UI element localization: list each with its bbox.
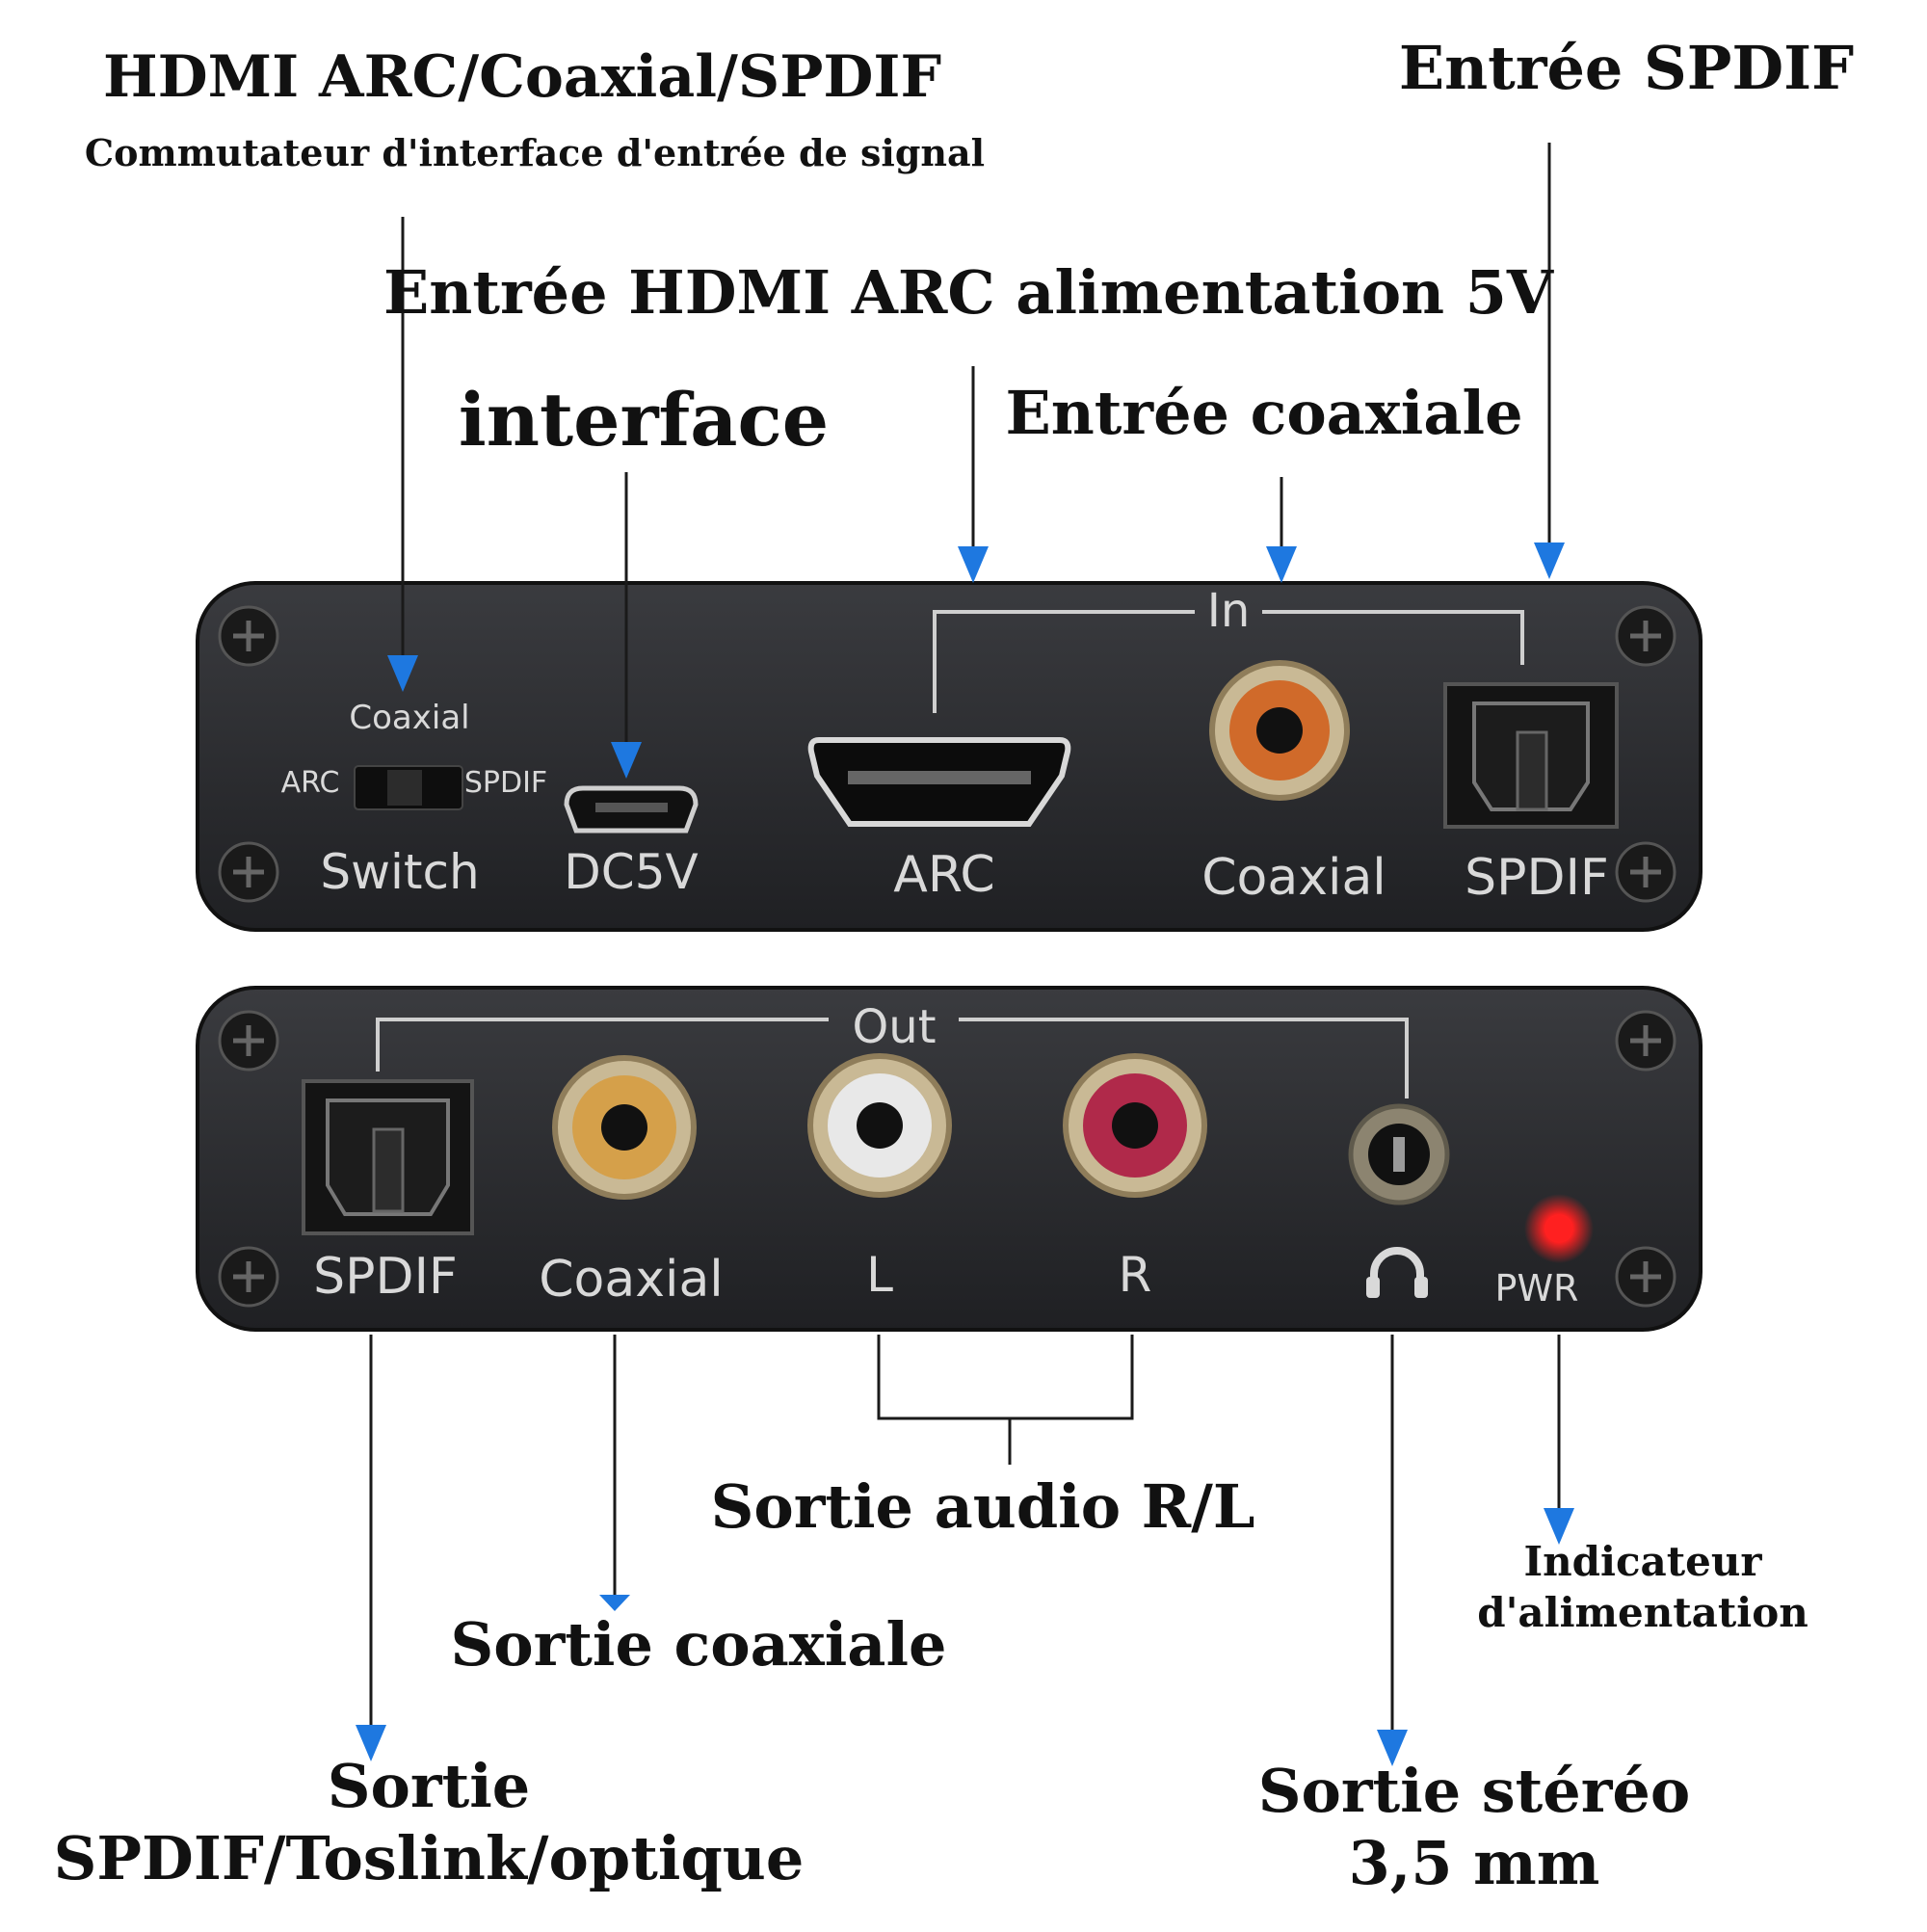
spdif-in-title: Entrée SPDIF [1399, 33, 1854, 103]
audio-rl-title: Sortie audio R/L [711, 1471, 1255, 1542]
screw-icon [218, 841, 279, 903]
screw-icon [1615, 1010, 1676, 1072]
hdmi-power-title: Entrée HDMI ARC alimentation 5V [383, 257, 1554, 328]
switch-subtitle: Commutateur d'interface d'entrée de sign… [85, 131, 985, 174]
coax-in-title: Entrée coaxiale [1005, 378, 1522, 448]
callout-lines [369, 143, 1561, 1730]
pwr-label: PWR [1495, 1267, 1579, 1310]
hdmi-power-subtitle: interface [459, 377, 829, 463]
coaxial-out-label: Coaxial [539, 1251, 724, 1309]
headphone-jack[interactable] [1348, 1103, 1450, 1205]
screw-icon [218, 1246, 279, 1308]
power-indicator-line1: Indicateur [1523, 1538, 1762, 1585]
coaxial-output-jack[interactable] [552, 1055, 697, 1200]
switch-title: HDMI ARC/Coaxial/SPDIF [103, 43, 941, 111]
input-panel: In Coaxial ARC SPDIF Switch DC5V ARC Coa… [196, 581, 1703, 932]
arrow-icon [1266, 546, 1297, 583]
spdif-output-port[interactable] [302, 1079, 474, 1235]
stereo-out-line1: Sortie stéréo [1258, 1756, 1690, 1826]
right-audio-jack[interactable] [1063, 1053, 1207, 1198]
left-audio-jack[interactable] [807, 1053, 952, 1198]
right-label: R [1119, 1247, 1152, 1303]
switch-right-label: SPDIF [464, 766, 547, 800]
arrow-icon [1534, 543, 1565, 579]
input-selector-switch[interactable] [354, 765, 463, 810]
output-panel: Out SPDIF Coaxial L R [196, 986, 1703, 1332]
dc5v-port[interactable] [564, 785, 699, 834]
arrow-icon [611, 742, 642, 779]
spdif-input-port[interactable] [1443, 682, 1619, 829]
out-bracket [376, 1018, 1409, 1098]
spdif-out-line2: SPDIF/Toslink/optique [54, 1823, 805, 1893]
arrow-icon [1544, 1508, 1574, 1545]
arrow-icon [958, 546, 989, 583]
coaxial-input-jack[interactable] [1209, 660, 1350, 801]
screw-icon [1615, 841, 1676, 903]
in-group-label: In [1207, 584, 1251, 638]
coax-out-title: Sortie coaxiale [451, 1609, 947, 1680]
arrow-icon [599, 1595, 630, 1611]
power-led [1524, 1194, 1594, 1263]
out-group-label: Out [852, 1000, 936, 1054]
hdmi-arc-port[interactable] [807, 737, 1071, 827]
left-label: L [866, 1247, 893, 1303]
spdif-out-label: SPDIF [313, 1248, 458, 1306]
coaxial-in-label: Coaxial [1201, 849, 1386, 907]
arc-label: ARC [893, 846, 994, 904]
switch-label: Switch [320, 844, 479, 900]
arrowheads [356, 543, 1574, 1766]
switch-left-label: ARC [281, 766, 340, 800]
stereo-out-line2: 3,5 mm [1349, 1828, 1600, 1898]
dc5v-label: DC5V [564, 844, 698, 900]
switch-top-label: Coaxial [349, 699, 469, 737]
screw-icon [218, 605, 279, 667]
screw-icon [1615, 605, 1676, 667]
headphone-icon [1366, 1247, 1428, 1298]
screw-icon [1615, 1246, 1676, 1308]
spdif-in-label: SPDIF [1465, 849, 1609, 907]
screw-icon [218, 1010, 279, 1072]
in-bracket [933, 610, 1524, 713]
arrow-icon [387, 655, 418, 692]
arrow-icon [356, 1725, 386, 1761]
spdif-out-line1: Sortie [328, 1751, 530, 1821]
arrow-icon [1377, 1730, 1408, 1766]
power-indicator-line2: d'alimentation [1477, 1589, 1808, 1636]
